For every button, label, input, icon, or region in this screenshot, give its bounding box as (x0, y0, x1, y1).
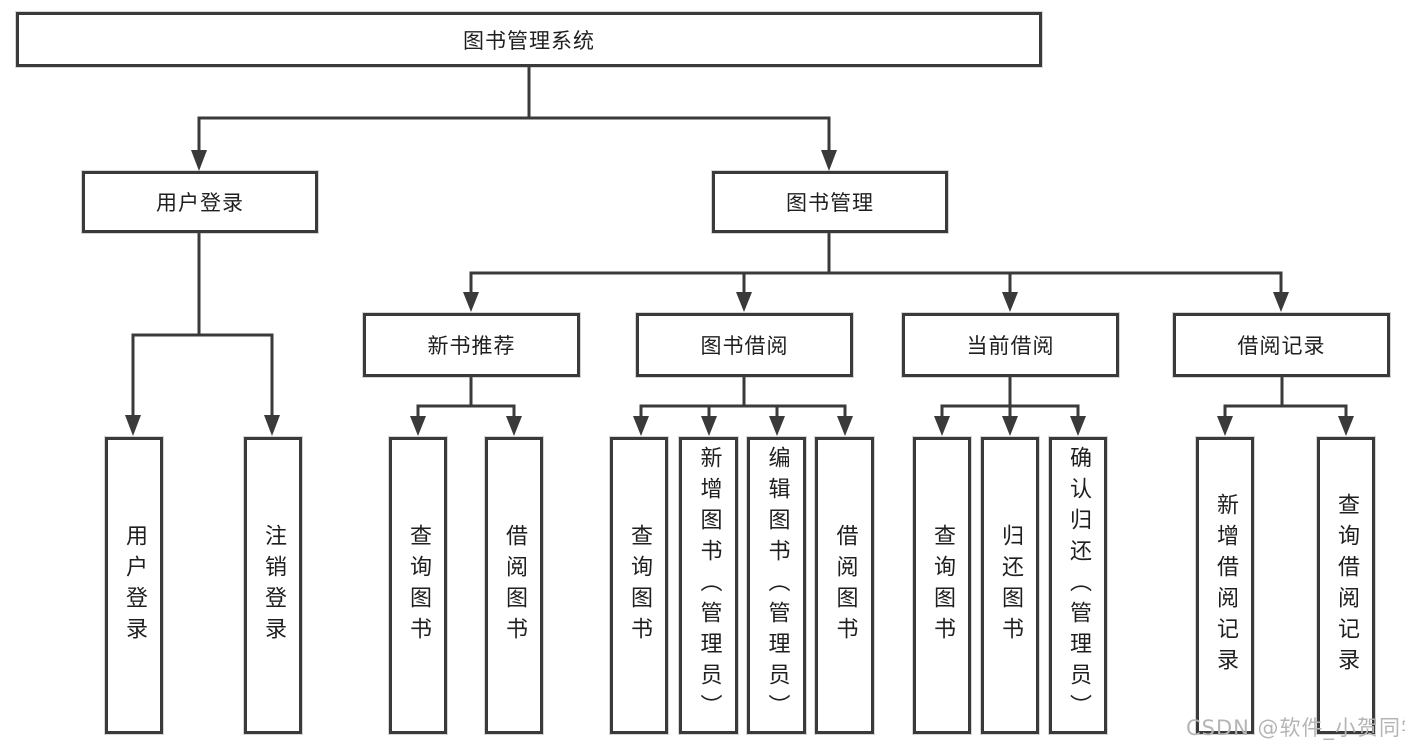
leaf-query-borrow-record: 查询借阅记录 (1317, 437, 1375, 734)
edge-bookmgmt-to-level3 (469, 233, 1283, 293)
edge-current-to-leaves (940, 377, 1080, 417)
node-library-management-system: 图书管理系统 (16, 12, 1042, 67)
leaf-label: 查询图书 (627, 523, 652, 648)
arrowhead (1273, 292, 1289, 312)
arrowhead (410, 416, 426, 436)
leaf-edit-books-admin: 编辑图书（管理员） (747, 437, 806, 734)
arrowhead (1338, 416, 1354, 436)
edge-borrow-to-leaves (639, 377, 847, 417)
leaf-borrow-books-recommend: 借阅图书 (485, 437, 543, 734)
edge-records-to-leaves (1223, 377, 1348, 417)
edge-userlogin-to-leaves (131, 233, 274, 416)
arrowhead (736, 292, 752, 312)
node-new-book-recommend: 新书推荐 (363, 313, 580, 377)
node-borrow-records: 借阅记录 (1173, 313, 1390, 377)
leaf-label: 注销登录 (261, 523, 286, 648)
leaf-label: 确认归还（管理员） (1066, 446, 1091, 725)
node-label: 借阅记录 (1237, 334, 1326, 358)
leaf-label: 借阅图书 (832, 523, 858, 648)
arrowhead (191, 150, 207, 171)
leaf-label: 查询图书 (406, 523, 431, 648)
node-label: 当前借阅 (966, 334, 1055, 358)
leaf-label: 归还图书 (998, 523, 1023, 648)
tree-edges (131, 67, 1348, 417)
leaf-user-login: 用户登录 (105, 437, 163, 734)
leaf-borrow-books-borrow: 借阅图书 (815, 437, 874, 734)
leaf-label: 新增图书（管理员） (696, 446, 722, 725)
leaf-return-books: 归还图书 (981, 437, 1039, 734)
arrowhead (837, 416, 853, 436)
leaf-label: 编辑图书（管理员） (764, 446, 790, 725)
arrowhead (821, 150, 837, 171)
node-current-borrow: 当前借阅 (902, 313, 1119, 377)
leaf-label: 新增借阅记录 (1213, 492, 1238, 679)
arrowhead (1002, 292, 1018, 312)
node-label: 新书推荐 (427, 334, 516, 358)
arrowhead (1002, 416, 1018, 436)
node-label: 图书借阅 (700, 334, 789, 358)
leaf-query-books-current: 查询图书 (913, 437, 971, 734)
arrowhead (463, 292, 479, 312)
arrowhead (701, 416, 717, 436)
arrowhead (506, 416, 522, 436)
node-user-login: 用户登录 (82, 171, 318, 233)
arrowhead (633, 416, 649, 436)
leaf-logout-login: 注销登录 (244, 437, 302, 734)
leaf-add-borrow-record: 新增借阅记录 (1196, 437, 1254, 734)
leaf-label: 借阅图书 (502, 523, 527, 648)
leaf-confirm-return-admin: 确认归还（管理员） (1049, 437, 1107, 734)
node-label: 图书管理系统 (463, 28, 595, 53)
leaf-label: 用户登录 (122, 523, 147, 648)
arrowhead (769, 416, 785, 436)
node-label: 图书管理 (786, 191, 874, 215)
edge-recommend-to-leaves (416, 377, 516, 417)
csdn-watermark: CSDN @软件_小贺同学 (1186, 716, 1405, 740)
leaf-query-books-borrow: 查询图书 (610, 437, 668, 734)
leaf-label: 查询借阅记录 (1334, 492, 1359, 679)
leaf-query-books-recommend: 查询图书 (389, 437, 447, 734)
arrowhead (1070, 416, 1086, 436)
arrowhead (934, 416, 950, 436)
edge-root-to-level2 (197, 67, 831, 152)
node-label: 用户登录 (156, 191, 244, 215)
arrowhead (125, 415, 141, 436)
leaf-label: 查询图书 (930, 523, 955, 648)
node-book-management: 图书管理 (712, 171, 948, 233)
arrowhead (1217, 416, 1233, 436)
node-book-borrow: 图书借阅 (636, 313, 853, 377)
arrowhead (264, 415, 280, 436)
leaf-add-books-admin: 新增图书（管理员） (679, 437, 738, 734)
arrowheads (125, 150, 1354, 436)
